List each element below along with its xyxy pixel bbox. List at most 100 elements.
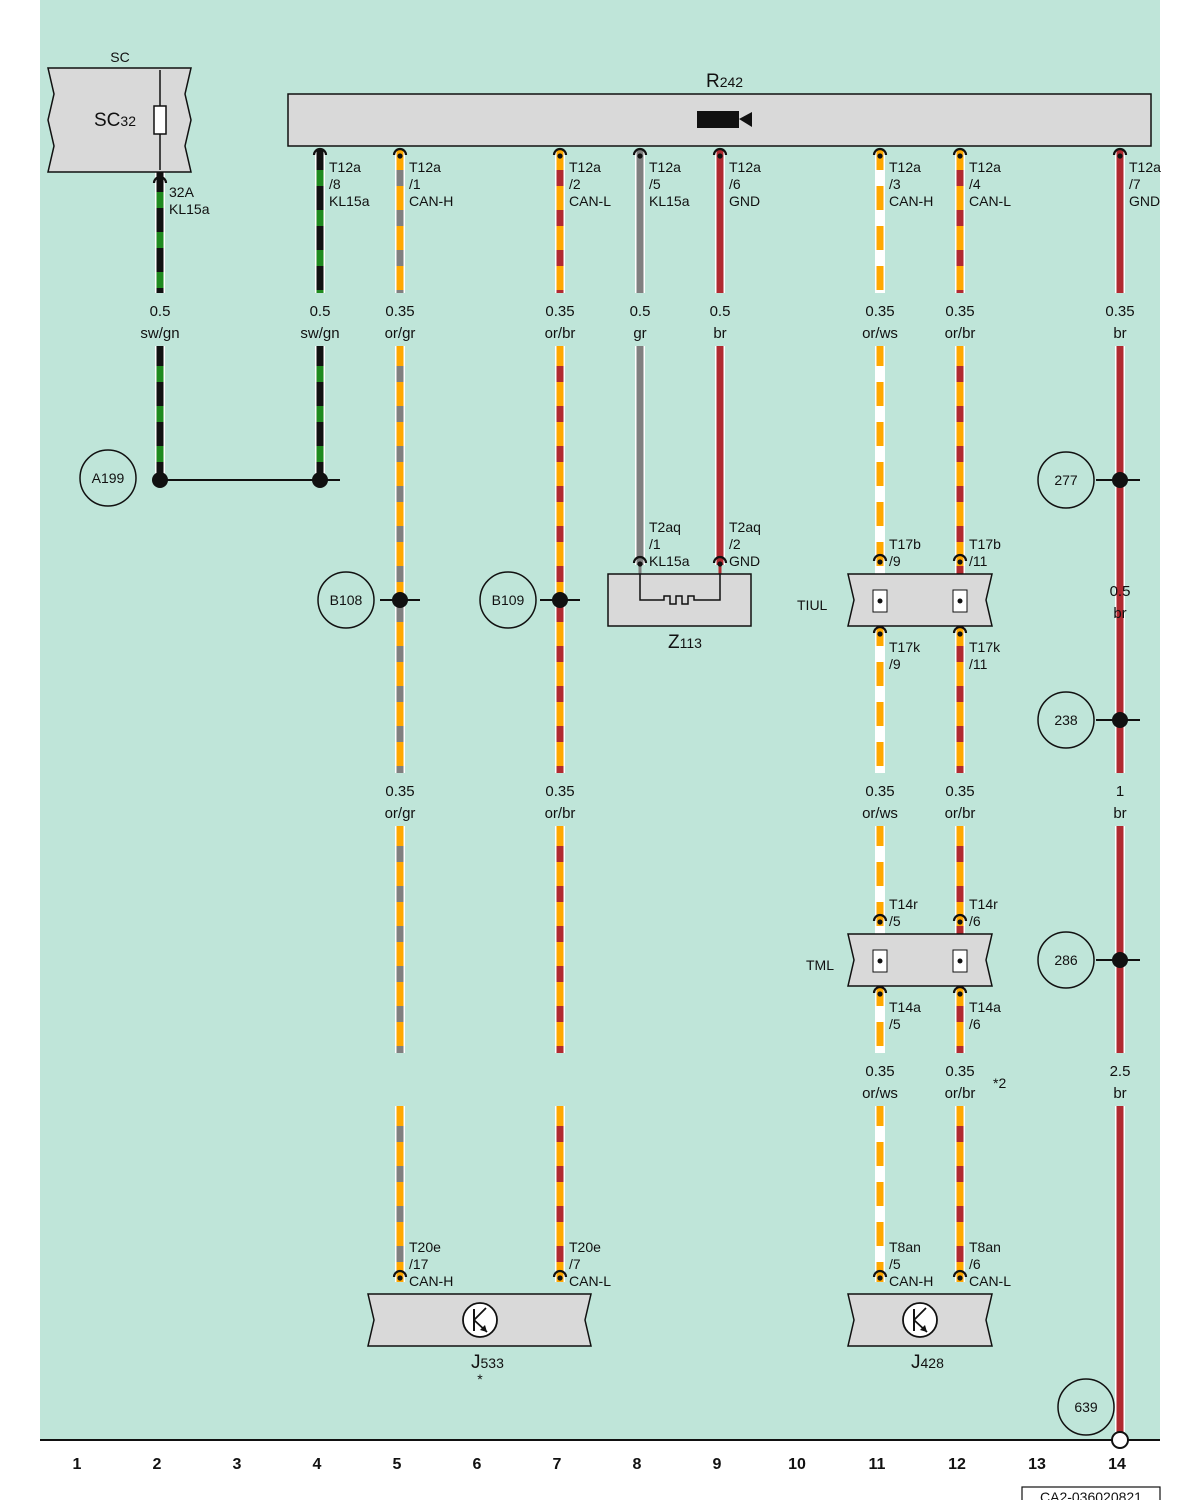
j533-pin-signal: CAN-H [409,1273,453,1289]
pin-terminal-icon [872,147,888,159]
z113-pin-connector: T2aq [649,519,681,535]
tiul-pin-connector: T17k [889,639,921,655]
column-number: 11 [869,1456,886,1473]
transistor-icon [462,1302,498,1338]
wire-size-label: 2.5 [1110,1063,1131,1080]
splice-277: 277 [1037,451,1128,509]
column-number: 3 [233,1456,242,1473]
tml-pin-connector: T14a [969,999,1001,1015]
column-number: 10 [788,1456,806,1473]
fuse-box-sc: SC SC32 32A KL15a [47,49,210,217]
z113-sub: 113 [680,635,703,651]
z113-label: Z113 [668,632,702,653]
tml-body [847,933,993,987]
wire-color-label: or/br [945,1085,976,1102]
column-number: 9 [713,1456,722,1473]
pin-terminal-icon [632,555,648,567]
r242-pin-connector: T12a [889,159,921,175]
splice-label: B109 [492,592,525,608]
tiul-pin-number: /9 [889,553,901,569]
r242-sub: 242 [720,74,744,90]
pin-terminal-icon [952,553,968,565]
wire-size-label: 0.5 [150,303,171,320]
column-number: 2 [153,1456,162,1473]
z113-pin-signal: KL15a [649,553,690,569]
pin-terminal-icon [312,147,328,159]
wire-size-label: 0.5 [310,303,331,320]
splice-238: 238 [1037,691,1128,749]
tiul-pin-number: /9 [889,656,901,672]
z113-pin-signal: GND [729,553,760,569]
r242-pin-signal: CAN-L [569,193,611,209]
wire-color-label: or/br [545,325,576,342]
wire-size-label: 0.35 [545,783,574,800]
column-number: 4 [313,1456,322,1473]
tml-pin-connector: T14r [889,896,918,912]
tml-pin-number: /5 [889,1016,901,1032]
wire-color-label: sw/gn [140,325,179,342]
wire-size-label: 0.35 [545,303,574,320]
j428-pin-signal: CAN-H [889,1273,933,1289]
pin-terminal-icon [952,1269,968,1281]
wire-size-label: 0.35 [865,303,894,320]
pin-labels: T12a/8KL15aT12a/1CAN-HT12a/2CAN-LT12a/5K… [329,159,1161,1289]
r242-pin-number: /2 [569,176,581,192]
j533-pin-connector: T20e [569,1239,601,1255]
r242-pin-signal: CAN-H [409,193,453,209]
r242-pin-signal: GND [729,193,760,209]
tiul-pin-icon-1 [872,589,888,613]
j428-pin-connector: T8an [889,1239,921,1255]
j533-pin-number: /7 [569,1256,581,1272]
splice-B108: B108 [317,571,408,629]
tiul-connector: TIUL [797,573,993,627]
j428-pin-signal: CAN-L [969,1273,1011,1289]
z113-body [607,573,752,627]
wire-color-label: sw/gn [300,325,339,342]
z113-pin-number: /2 [729,536,741,552]
junction-dot [552,592,568,608]
splice-B109: B109 [479,571,568,629]
wire-color-label: br [1113,1085,1126,1102]
pin-terminal-icon [152,175,168,187]
tiul-body [847,573,993,627]
transistor-icon [902,1302,938,1338]
j533-name: J [471,1352,481,1373]
wires-layer [155,150,1125,1432]
wire-color-label: br [1113,805,1126,822]
r242-component: R242 [287,71,1152,147]
junction-dot [1112,472,1128,488]
pin-terminal-icon [1112,147,1128,159]
pin-terminal-icon [952,625,968,637]
j533-star: * [477,1371,483,1387]
r242-pin-connector: T12a [649,159,681,175]
tml-pin-number: /5 [889,913,901,929]
splice-label: A199 [92,470,125,486]
r242-name: R [706,71,720,92]
z113-name: Z [668,632,680,653]
tiul-pin-connector: T17k [969,639,1001,655]
column-number: 8 [633,1456,642,1473]
wire-color-label: or/gr [385,805,416,822]
pin-terminal-icon [632,147,648,159]
r242-label: R242 [706,71,743,92]
pin-terminal-icon [712,555,728,567]
r242-pin-number: /1 [409,176,421,192]
wire-size-label: 0.5 [1110,583,1131,600]
ground-terminal-icon [1111,1431,1129,1449]
r242-pin-signal: GND [1129,193,1160,209]
r242-pin-connector: T12a [969,159,1001,175]
wire-color-label: gr [633,325,646,342]
z113-pin-connector: T2aq [729,519,761,535]
wire-size-label: 0.35 [945,1063,974,1080]
j533-pin-number: /17 [409,1256,429,1272]
j533-component: J533 * [367,1293,592,1387]
wire-size-label: 0.35 [1105,303,1134,320]
tiul-pin-number: /11 [969,656,988,672]
fuse-box-title: SC32 [94,110,136,131]
column-number: 14 [1108,1456,1126,1473]
pin-terminal-icon [872,553,888,565]
column-number: 13 [1028,1456,1046,1473]
j428-pin-connector: T8an [969,1239,1001,1255]
